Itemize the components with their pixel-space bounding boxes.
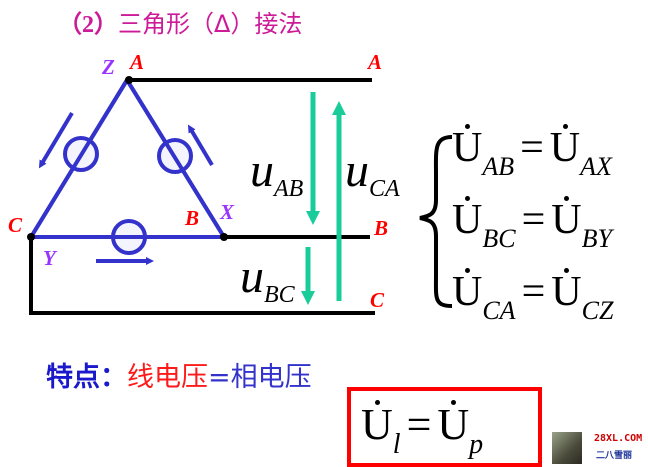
- watermark-name: 二八雪丽: [596, 451, 633, 461]
- label-line-b: B: [374, 216, 389, 240]
- equation-row-bc: UBC=UBY: [452, 196, 612, 253]
- feature-statement: 特点：线电压=相电压: [46, 362, 312, 393]
- label-line-c: C: [370, 288, 385, 312]
- title-number: （2）: [58, 12, 118, 38]
- title-text: 三角形（Δ）接法: [118, 10, 303, 38]
- watermark-photo: [552, 432, 582, 464]
- label-line-a: A: [368, 50, 383, 74]
- slide-title: （2）三角形（Δ）接法: [58, 4, 302, 39]
- result-equation-box: Ul=Up: [347, 387, 542, 467]
- label-y: Y: [43, 246, 56, 270]
- voltage-u-ca: uCA: [345, 144, 400, 202]
- label-x: X: [220, 200, 235, 224]
- label-z: Z: [102, 55, 115, 79]
- voltage-u-bc: uBC: [240, 250, 295, 308]
- delta-triangle: [29, 78, 226, 265]
- result-equation: Ul=Up: [361, 400, 484, 460]
- voltage-u-ab: uAB: [250, 144, 304, 202]
- equation-row-ab: UAB=UAX: [452, 124, 612, 181]
- voltage-arrows: [301, 92, 346, 305]
- equation-row-ca: UCA=UCZ: [452, 268, 614, 325]
- power-lines: [29, 78, 375, 315]
- watermark-logo: 28XL.COM 二八雪丽: [552, 432, 648, 464]
- label-c-node: C: [8, 213, 23, 237]
- label-a-node: A: [130, 50, 145, 74]
- nodes: [27, 76, 228, 241]
- label-b-node: B: [185, 206, 200, 230]
- watermark-url: 28XL.COM: [594, 433, 643, 444]
